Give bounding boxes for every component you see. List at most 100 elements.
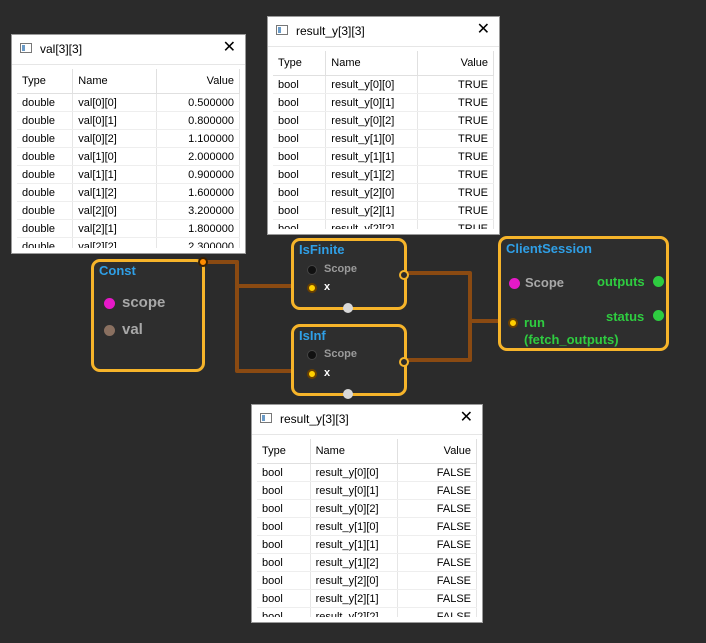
status-port-dot[interactable]	[653, 310, 664, 321]
client-session-node[interactable]: ClientSession Scope run (fetch_outputs) …	[498, 236, 669, 351]
close-icon[interactable]: ✕	[476, 21, 490, 38]
const-output-port[interactable]	[198, 257, 208, 267]
column-header[interactable]: Value	[417, 51, 494, 76]
name-cell: result_y[0][2]	[325, 111, 418, 130]
value-cell: TRUE	[417, 93, 494, 112]
name-cell: result_y[1][0]	[310, 517, 398, 536]
close-icon[interactable]: ✕	[459, 409, 473, 426]
const-node[interactable]: Const scope val	[91, 259, 205, 372]
scope-port-dot[interactable]	[307, 350, 317, 360]
isfinite-node[interactable]: IsFinite Scope x	[291, 238, 409, 310]
name-cell: val[0][2]	[72, 129, 157, 148]
val-port-dot[interactable]	[104, 325, 115, 336]
x-port-label: x	[324, 367, 331, 379]
x-port-dot[interactable]	[307, 369, 317, 379]
window-title: result_y[3][3]	[280, 412, 349, 426]
name-cell: result_y[2][1]	[325, 201, 418, 220]
name-cell: result_y[1][2]	[310, 553, 398, 572]
output-port[interactable]	[399, 357, 409, 367]
value-cell: 0.500000	[156, 93, 240, 112]
output-port[interactable]	[399, 270, 409, 280]
type-cell: bool	[257, 463, 311, 482]
run-port-label: run	[524, 315, 545, 330]
val-port-label: val	[122, 321, 143, 338]
column-header[interactable]: Name	[310, 439, 398, 464]
value-cell: FALSE	[397, 607, 477, 617]
outputs-port-label: outputs	[597, 274, 645, 289]
value-cell: TRUE	[417, 129, 494, 148]
scope-port-dot[interactable]	[104, 298, 115, 309]
type-cell: bool	[257, 553, 311, 572]
x-port-label: x	[324, 281, 331, 293]
window-titlebar[interactable]: val[3][3] ✕	[12, 35, 245, 65]
value-cell: TRUE	[417, 165, 494, 184]
column-header[interactable]: Type	[273, 51, 327, 76]
column-header[interactable]: Type	[257, 439, 311, 464]
window-titlebar[interactable]: result_y[3][3] ✕	[268, 17, 499, 47]
column-header[interactable]: Type	[17, 69, 74, 94]
column-header[interactable]: Value	[156, 69, 240, 94]
column-header[interactable]: Name	[72, 69, 157, 94]
x-port-dot[interactable]	[307, 283, 317, 293]
window-icon	[276, 25, 288, 35]
type-cell: bool	[273, 165, 327, 184]
value-cell: FALSE	[397, 535, 477, 554]
column-header[interactable]: Value	[397, 439, 477, 464]
close-icon[interactable]: ✕	[222, 39, 236, 56]
isfinite-bottom-port[interactable]	[343, 303, 353, 313]
type-cell: double	[17, 129, 74, 148]
const-node-title: Const	[99, 263, 136, 278]
type-cell: double	[17, 237, 74, 248]
value-cell: TRUE	[417, 201, 494, 220]
scope-port-label: Scope	[324, 348, 358, 360]
isinf-node[interactable]: IsInf Scope x	[291, 324, 409, 396]
scope-port-dot[interactable]	[307, 265, 317, 275]
value-cell: FALSE	[397, 463, 477, 482]
column-header[interactable]: Name	[325, 51, 418, 76]
type-cell: bool	[257, 481, 311, 500]
window-titlebar[interactable]: result_y[3][3] ✕	[252, 405, 482, 435]
run-port-dot[interactable]	[508, 318, 518, 328]
name-cell: val[1][1]	[72, 165, 157, 184]
name-cell: val[2][2]	[72, 237, 157, 248]
outputs-port-dot[interactable]	[653, 276, 664, 287]
isinf-bottom-port[interactable]	[343, 389, 353, 399]
scope-port-label: scope	[122, 294, 166, 311]
name-cell: result_y[2][0]	[310, 571, 398, 590]
scope-port-dot[interactable]	[509, 278, 520, 289]
